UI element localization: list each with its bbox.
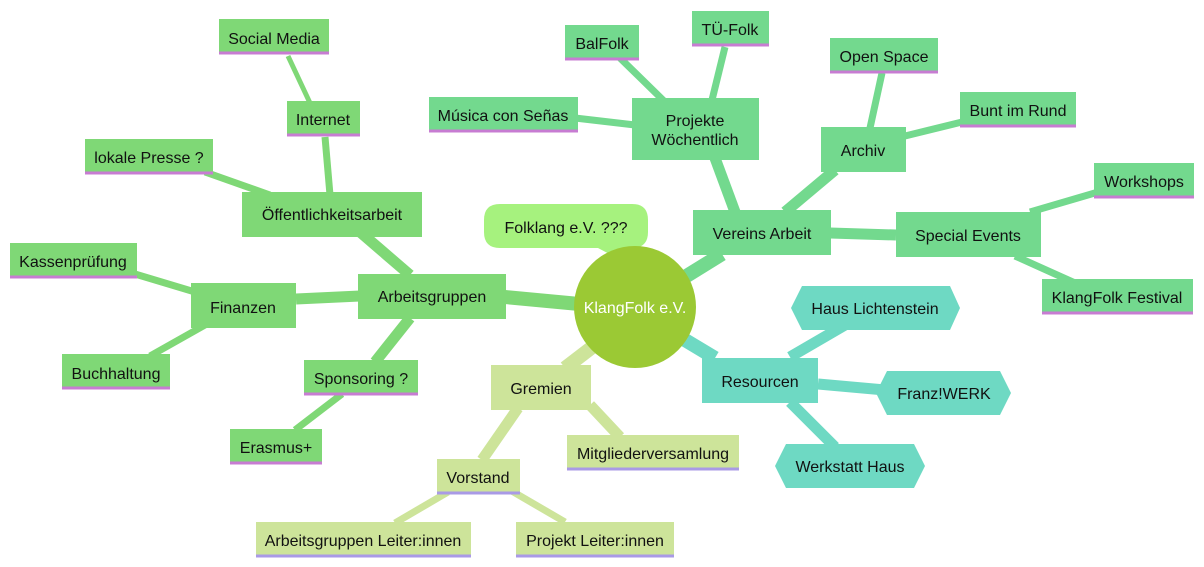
node-arbeitsgruppen-label: Arbeitsgruppen [378,289,487,306]
node-erasmus[interactable]: Erasmus+ [230,429,322,465]
node-finanzen-label: Finanzen [210,300,276,317]
node-mitgliederversamlung[interactable]: Mitgliederversamlung [567,435,739,471]
node-musica[interactable]: Música con Señas [429,97,578,133]
node-archiv[interactable]: Archiv [821,127,906,172]
edge-vorstand-agleiter [393,488,450,527]
edge-archiv-openspace [866,72,886,129]
node-werkstatt-haus[interactable]: Werkstatt Haus [775,444,925,488]
node-buchhaltung[interactable]: Buchhaltung [62,354,170,390]
edge-gremien-mitglieder [585,401,625,441]
node-bunt-im-rund-label: Bunt im Rund [970,103,1067,120]
node-projekte-label-line1: Projekte [666,113,725,130]
node-vereins-arbeit[interactable]: Vereins Arbeit [693,210,831,255]
callout-folklang-label: Folklang e.V. ??? [504,220,627,237]
edge-resourcen-werkstatt [786,398,839,451]
node-finanzen[interactable]: Finanzen [191,283,296,328]
node-erasmus-label: Erasmus+ [240,440,312,457]
node-werkstatt-haus-label: Werkstatt Haus [795,459,904,476]
node-gremien[interactable]: Gremien [491,365,591,410]
node-tue-folk[interactable]: TÜ-Folk [692,11,769,47]
node-lokale-presse-label: lokale Presse ? [94,150,203,167]
node-internet[interactable]: Internet [287,101,360,137]
edge-gremien-vorstand [477,404,523,464]
edge-oeffentlichkeit-presse [203,168,272,199]
node-social-media-label: Social Media [228,31,320,48]
edge-archiv-bunt [904,118,963,140]
node-gremien-label: Gremien [510,381,571,398]
node-vorstand-label: Vorstand [446,470,509,487]
node-open-space[interactable]: Open Space [830,38,938,74]
node-open-space-label: Open Space [840,49,929,66]
node-mitgliederversamlung-label: Mitgliederversamlung [577,446,729,463]
node-klangfolk-festival[interactable]: KlangFolk Festival [1042,279,1193,315]
edge-special-workshops [1029,186,1106,216]
edge-resourcen-franz [817,378,886,396]
node-archiv-label: Archiv [841,143,885,160]
node-musica-label: Música con Señas [438,108,569,125]
node-buchhaltung-label: Buchhaltung [72,366,161,383]
node-klangfolk-festival-label: KlangFolk Festival [1052,290,1183,307]
node-arbeitsgruppen[interactable]: Arbeitsgruppen [358,274,506,319]
edge-finanzen-buchhaltung [148,321,207,360]
node-vorstand[interactable]: Vorstand [437,459,520,495]
node-social-media[interactable]: Social Media [219,19,329,55]
edge-projekte-balfolk [617,55,668,105]
node-projekte-woechentlich[interactable]: Projekte Wöchentlich [632,98,759,160]
edge-sponsoring-erasmus [292,391,345,433]
edge-arbeitsgruppen-oeffentlichkeit [356,227,414,280]
edge-resourcen-lichtenstein [787,320,848,362]
edge-internet-social [285,54,313,105]
node-haus-lichtenstein[interactable]: Haus Lichtenstein [791,286,960,330]
node-projekte-label-line2: Wöchentlich [651,132,738,149]
node-projekt-leiter[interactable]: Projekt Leiter:innen [516,522,674,558]
node-workshops-label: Workshops [1104,174,1184,191]
node-special-events-label: Special Events [915,228,1021,245]
node-arbeitsgruppen-leiter-label: Arbeitsgruppen Leiter:innen [265,533,462,550]
node-internet-label: Internet [296,112,351,129]
center-node[interactable]: KlangFolk e.V. [574,246,696,368]
node-arbeitsgruppen-leiter[interactable]: Arbeitsgruppen Leiter:innen [256,522,471,558]
edge-vereins-archiv [781,165,839,217]
center-node-label: KlangFolk e.V. [584,300,687,317]
node-projekt-leiter-label: Projekt Leiter:innen [526,533,664,550]
callout-folklang[interactable]: Folklang e.V. ??? [484,204,648,266]
node-sponsoring-label: Sponsoring ? [314,371,408,388]
node-haus-lichtenstein-label: Haus Lichtenstein [811,301,938,318]
node-vereins-arbeit-label: Vereins Arbeit [713,226,812,243]
node-oeffentlichkeitsarbeit-label: Öffentlichkeitsarbeit [262,206,403,224]
node-kassenpruefung[interactable]: Kassenprüfung [10,243,137,279]
node-workshops[interactable]: Workshops [1094,163,1194,199]
node-franz-werk[interactable]: Franz!WERK [876,371,1011,415]
edge-projekte-tuefolk [708,46,729,101]
node-bunt-im-rund[interactable]: Bunt im Rund [960,92,1076,128]
edge-arbeitsgruppen-sponsoring [370,314,415,366]
node-franz-werk-label: Franz!WERK [897,386,991,403]
edge-vereins-projekte [709,156,741,214]
edge-center-gremien [560,339,600,374]
edge-center-resourcen [681,333,719,365]
node-lokale-presse[interactable]: lokale Presse ? [85,139,213,175]
node-balfolk[interactable]: BalFolk [565,25,639,61]
node-resourcen[interactable]: Resourcen [702,358,818,403]
node-sponsoring[interactable]: Sponsoring ? [304,360,418,396]
node-resourcen-label: Resourcen [721,374,798,391]
node-tue-folk-label: TÜ-Folk [702,21,760,39]
edge-vorstand-pleiter [508,486,567,526]
edge-arbeitsgruppen-finanzen [295,290,361,305]
edge-finanzen-kassen [133,270,197,296]
edge-oeffentlichkeit-internet [321,136,334,196]
node-kassenpruefung-label: Kassenprüfung [19,254,127,271]
node-special-events[interactable]: Special Events [896,212,1041,257]
edge-special-festival [1013,252,1077,287]
edge-projekte-musica [574,114,636,129]
node-balfolk-label: BalFolk [575,36,629,53]
edge-vereins-special [829,227,897,241]
node-oeffentlichkeitsarbeit[interactable]: Öffentlichkeitsarbeit [242,192,422,237]
